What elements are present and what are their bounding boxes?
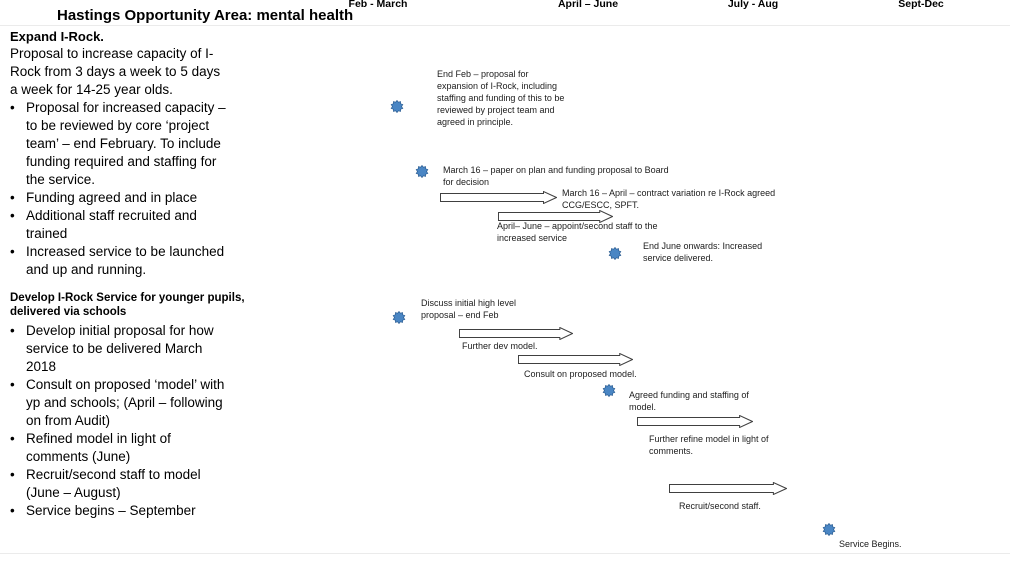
milestone-label: End Feb – proposal for expansion of I-Ro…: [437, 69, 565, 127]
milestone-star-icon: [392, 311, 406, 324]
bullet-text: Recruit/second staff to model (June – Au…: [26, 467, 201, 500]
task-label: Further refine model in light of comment…: [649, 434, 769, 456]
list-item: • Consult on proposed ‘model’ with yp an…: [10, 376, 262, 430]
timeline-header-sept-dec: Sept-Dec: [898, 0, 944, 10]
bullet-icon: •: [10, 377, 15, 392]
task-label: March 16 – April – contract variation re…: [562, 188, 776, 210]
milestone-label: Discuss initial high level proposal – en…: [421, 298, 517, 320]
milestone-star-icon: [415, 165, 429, 178]
bullet-icon: •: [10, 190, 15, 205]
list-item: • Increased service to be launched and u…: [10, 243, 262, 279]
bullet-text: Additional staff recruited and trained: [26, 208, 197, 241]
list-item: • Proposal for increased capacity – to b…: [10, 99, 262, 189]
task-label: April– June – appoint/second staff to th…: [497, 221, 658, 243]
list-item: • Additional staff recruited and trained: [10, 207, 262, 243]
section1-bullet-list: • Proposal for increased capacity – to b…: [10, 99, 262, 279]
task-arrow: [669, 482, 787, 495]
page-title: Hastings Opportunity Area: mental health: [57, 7, 354, 24]
milestone-star-icon: [390, 100, 404, 113]
bullet-icon: •: [10, 323, 15, 338]
task-arrow: [459, 327, 573, 340]
timeline-bottom-border: [0, 553, 1010, 554]
task-arrow: [637, 415, 753, 428]
timeline-header-feb-march: Feb - March: [348, 0, 408, 10]
bullet-text: Develop initial proposal for how service…: [26, 323, 214, 374]
task-arrow: [518, 353, 633, 366]
timeline-top-border: [0, 25, 1010, 26]
timeline-header-july-aug: July - Aug: [727, 0, 779, 10]
timeline-header-april-june: April – June: [557, 0, 619, 10]
list-item: • Develop initial proposal for how servi…: [10, 322, 262, 376]
milestone-label: Agreed funding and staffing of model.: [629, 390, 749, 412]
section1-intro: Proposal to increase capacity of I- Rock…: [10, 46, 221, 97]
task-label: Further dev model.: [462, 341, 538, 351]
bullet-text: Increased service to be launched and up …: [26, 244, 225, 277]
list-item: • Service begins – September: [10, 502, 262, 520]
bullet-text: Service begins – September: [26, 503, 196, 518]
bullet-icon: •: [10, 431, 15, 446]
section1-heading: Expand I-Rock.: [10, 29, 104, 44]
section2-heading: Develop I-Rock Service for younger pupil…: [10, 292, 245, 318]
bullet-icon: •: [10, 244, 15, 259]
bullet-icon: •: [10, 208, 15, 223]
task-arrow: [440, 191, 557, 204]
bullet-text: Proposal for increased capacity – to be …: [26, 100, 226, 187]
list-item: • Refined model in light of comments (Ju…: [10, 430, 262, 466]
milestone-star-icon: [608, 247, 622, 260]
bullet-text: Consult on proposed ‘model’ with yp and …: [26, 377, 225, 428]
bullet-icon: •: [10, 100, 15, 115]
bullet-text: Refined model in light of comments (June…: [26, 431, 171, 464]
section2-bullet-list: • Develop initial proposal for how servi…: [10, 322, 262, 520]
milestone-star-icon: [602, 384, 616, 397]
bullet-text: Funding agreed and in place: [26, 190, 198, 205]
milestone-label: Service Begins.: [839, 539, 902, 549]
task-label: Recruit/second staff.: [679, 501, 761, 511]
bullet-icon: •: [10, 467, 15, 482]
task-arrow: [498, 210, 613, 223]
milestone-star-icon: [822, 523, 836, 536]
task-label: Consult on proposed model.: [524, 369, 637, 379]
bullet-icon: •: [10, 503, 15, 518]
list-item: • Recruit/second staff to model (June – …: [10, 466, 262, 502]
milestone-label: March 16 – paper on plan and funding pro…: [443, 165, 669, 187]
milestone-label: End June onwards: Increased service deli…: [643, 241, 763, 263]
list-item: • Funding agreed and in place: [10, 189, 262, 207]
